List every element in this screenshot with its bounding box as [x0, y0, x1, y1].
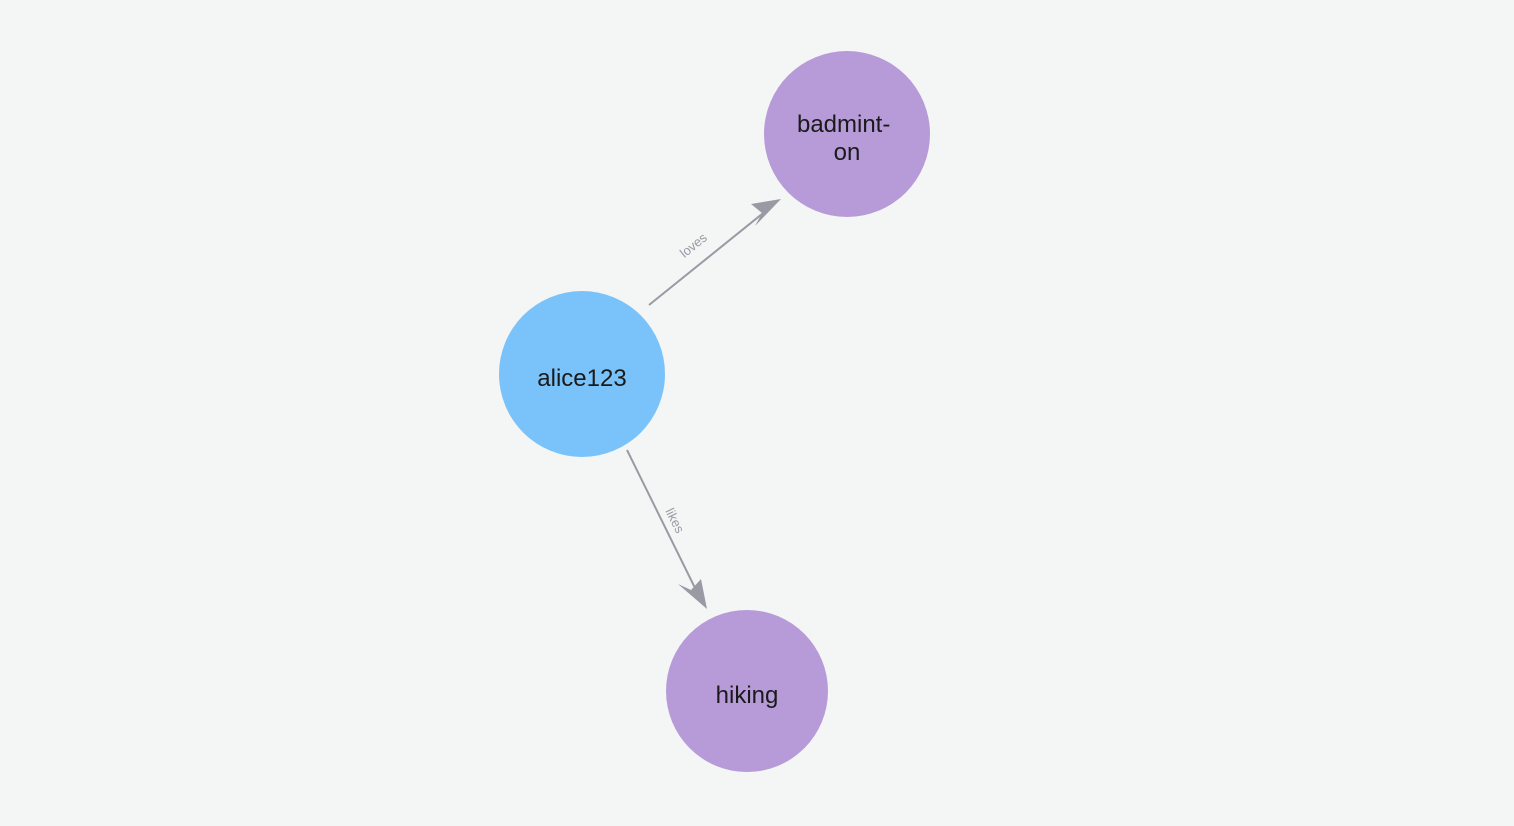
node-alice123[interactable]: alice123	[499, 291, 665, 457]
edge-alice123-loves-badminton[interactable]: loves	[648, 199, 781, 306]
edge-line[interactable]	[648, 209, 768, 306]
edge-line[interactable]	[626, 449, 698, 593]
arrowhead-icon	[751, 199, 781, 226]
node-hiking[interactable]: hiking	[666, 610, 828, 772]
edge-alice123-likes-hiking[interactable]: likes	[626, 449, 707, 609]
node-circle[interactable]	[666, 610, 828, 772]
node-circle[interactable]	[499, 291, 665, 457]
node-circle[interactable]	[764, 51, 930, 217]
node-badminton[interactable]: badmint- on	[764, 51, 930, 217]
edge-label: loves	[677, 230, 710, 261]
nodes-layer: alice123 badmint- on hiking	[499, 51, 930, 772]
arrowhead-icon	[678, 579, 707, 609]
